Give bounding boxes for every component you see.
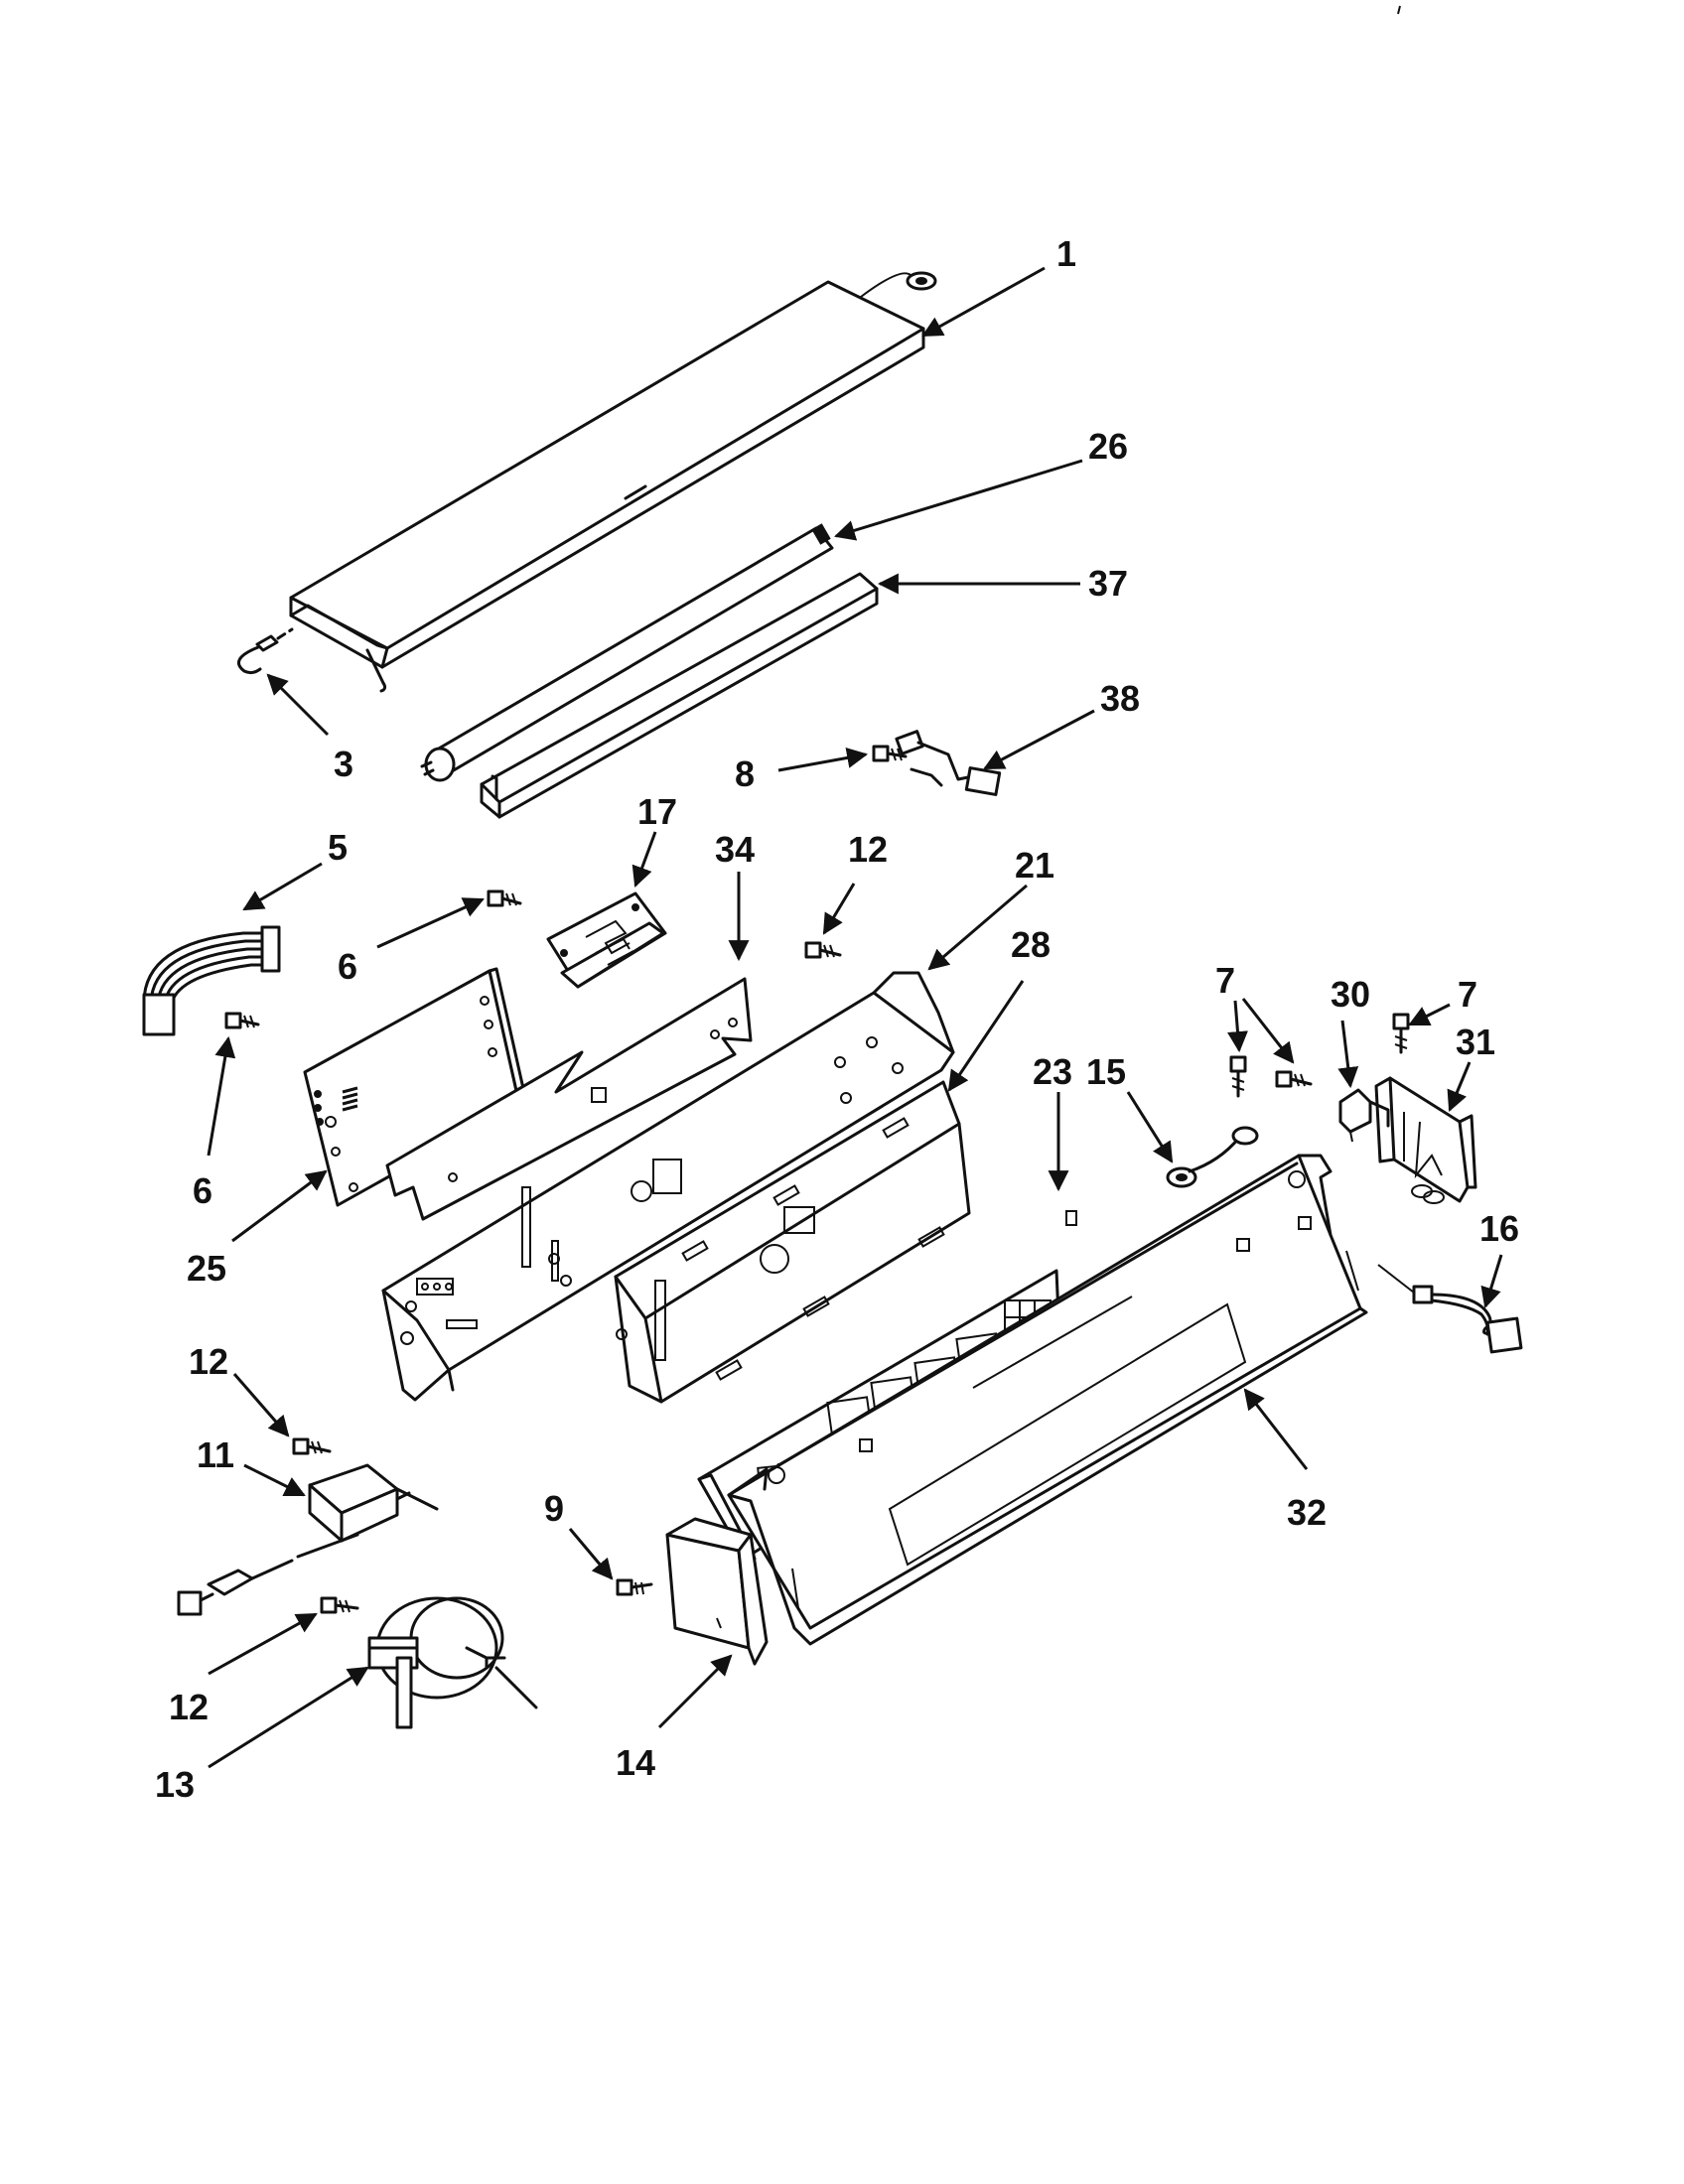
- part-38-lamp-holder[interactable]: [895, 730, 1002, 796]
- callout-23: 23: [1033, 1051, 1072, 1092]
- callout-13: 13: [155, 1764, 195, 1805]
- callout-9: 9: [544, 1488, 564, 1529]
- leader-38: [983, 709, 1095, 770]
- leader-6b: [207, 1035, 236, 1157]
- leader-17: [632, 831, 657, 887]
- leader-30: [1337, 1020, 1359, 1089]
- part-12-screw-middle[interactable]: [292, 1437, 332, 1455]
- callout-15: 15: [1086, 1051, 1126, 1092]
- callout-32: 32: [1287, 1492, 1327, 1533]
- callout-38: 38: [1100, 678, 1140, 719]
- leader-11: [243, 1463, 306, 1497]
- part-12-screw-lower[interactable]: [320, 1596, 359, 1614]
- part-21-mounting-bracket[interactable]: [381, 971, 955, 1402]
- part-37-channel[interactable]: [480, 572, 879, 819]
- part-3-clip[interactable]: [236, 627, 294, 675]
- part-7-screw-vertical[interactable]: [1229, 1055, 1247, 1098]
- leader-6a: [376, 897, 485, 949]
- part-5-wire-harness[interactable]: [142, 925, 281, 1036]
- part-17-circuit-board[interactable]: [546, 891, 667, 989]
- leader-3: [266, 673, 330, 737]
- part-32-control-panel[interactable]: [727, 1154, 1368, 1646]
- callout-17: 17: [637, 791, 677, 832]
- callout-34: 34: [715, 829, 755, 870]
- callout-14: 14: [616, 1742, 655, 1783]
- part-1-top-cover[interactable]: [289, 271, 937, 693]
- callout-7a: 7: [1215, 960, 1235, 1001]
- leader-8: [777, 748, 869, 772]
- leader-12c: [208, 1612, 318, 1676]
- leader-31: [1447, 1061, 1472, 1112]
- callout-37: 37: [1088, 563, 1128, 604]
- leader-13: [208, 1666, 369, 1769]
- callout-6a: 6: [338, 946, 357, 987]
- callout-16: 16: [1479, 1208, 1519, 1249]
- callout-1: 1: [1056, 233, 1076, 274]
- callout-3: 3: [334, 744, 353, 784]
- leader-12a: [822, 883, 856, 935]
- leader-14: [657, 1654, 733, 1729]
- leader-5: [242, 862, 323, 911]
- part-6-screw-lower[interactable]: [224, 1012, 260, 1029]
- leader-7a-2: [1241, 998, 1295, 1064]
- part-26-lamp-tube[interactable]: [420, 523, 834, 782]
- callout-31: 31: [1456, 1022, 1495, 1062]
- leader-7a-1: [1227, 1000, 1248, 1053]
- leader-28: [947, 980, 1025, 1092]
- callout-26: 26: [1088, 426, 1128, 467]
- part-9-screw[interactable]: [616, 1578, 653, 1596]
- leader-21: [927, 884, 1028, 971]
- part-11-switch-assembly[interactable]: [177, 1463, 439, 1616]
- part-13-pressure-switch[interactable]: [367, 1596, 538, 1729]
- callout-12b: 12: [189, 1341, 228, 1382]
- scan-mark: [1397, 5, 1401, 15]
- part-30-switch[interactable]: [1338, 1088, 1390, 1143]
- callout-12c: 12: [169, 1687, 209, 1727]
- part-7-screw-horizontal[interactable]: [1275, 1070, 1313, 1088]
- leader-lines: [207, 266, 1503, 1769]
- leader-32: [1243, 1388, 1309, 1470]
- part-6-screw-upper[interactable]: [487, 889, 522, 907]
- callout-28: 28: [1011, 924, 1051, 965]
- callout-8: 8: [735, 753, 755, 794]
- callout-12a: 12: [848, 829, 888, 870]
- leader-25: [231, 1169, 328, 1243]
- callout-5: 5: [328, 827, 348, 868]
- part-14-end-cap[interactable]: [665, 1517, 769, 1666]
- callout-21: 21: [1015, 845, 1054, 886]
- part-15-ground-wire[interactable]: [1166, 1126, 1259, 1188]
- part-16-wire-connector[interactable]: [1377, 1264, 1523, 1354]
- leader-16: [1480, 1254, 1503, 1309]
- leader-12b: [232, 1373, 290, 1437]
- callout-labels: 1 26 37 3 38 8 5 17 34 12 21 28 6 6 25 7…: [155, 233, 1519, 1805]
- callout-6b: 6: [193, 1170, 212, 1211]
- callout-7b: 7: [1458, 974, 1477, 1015]
- leader-7b: [1408, 1003, 1451, 1026]
- callout-11: 11: [197, 1434, 234, 1475]
- part-7-screw-right[interactable]: [1392, 1013, 1410, 1054]
- leader-9: [568, 1528, 614, 1580]
- part-8-screw[interactable]: [872, 745, 908, 762]
- leader-1: [921, 266, 1046, 338]
- part-12-screw-upper[interactable]: [804, 941, 842, 959]
- leader-15: [1126, 1091, 1174, 1163]
- leader-26: [833, 459, 1083, 541]
- callout-30: 30: [1331, 974, 1370, 1015]
- part-28-console-frame[interactable]: [614, 1080, 971, 1404]
- part-34-insulator[interactable]: [385, 977, 753, 1221]
- part-31-bracket[interactable]: [1374, 1076, 1477, 1204]
- callout-25: 25: [187, 1248, 226, 1289]
